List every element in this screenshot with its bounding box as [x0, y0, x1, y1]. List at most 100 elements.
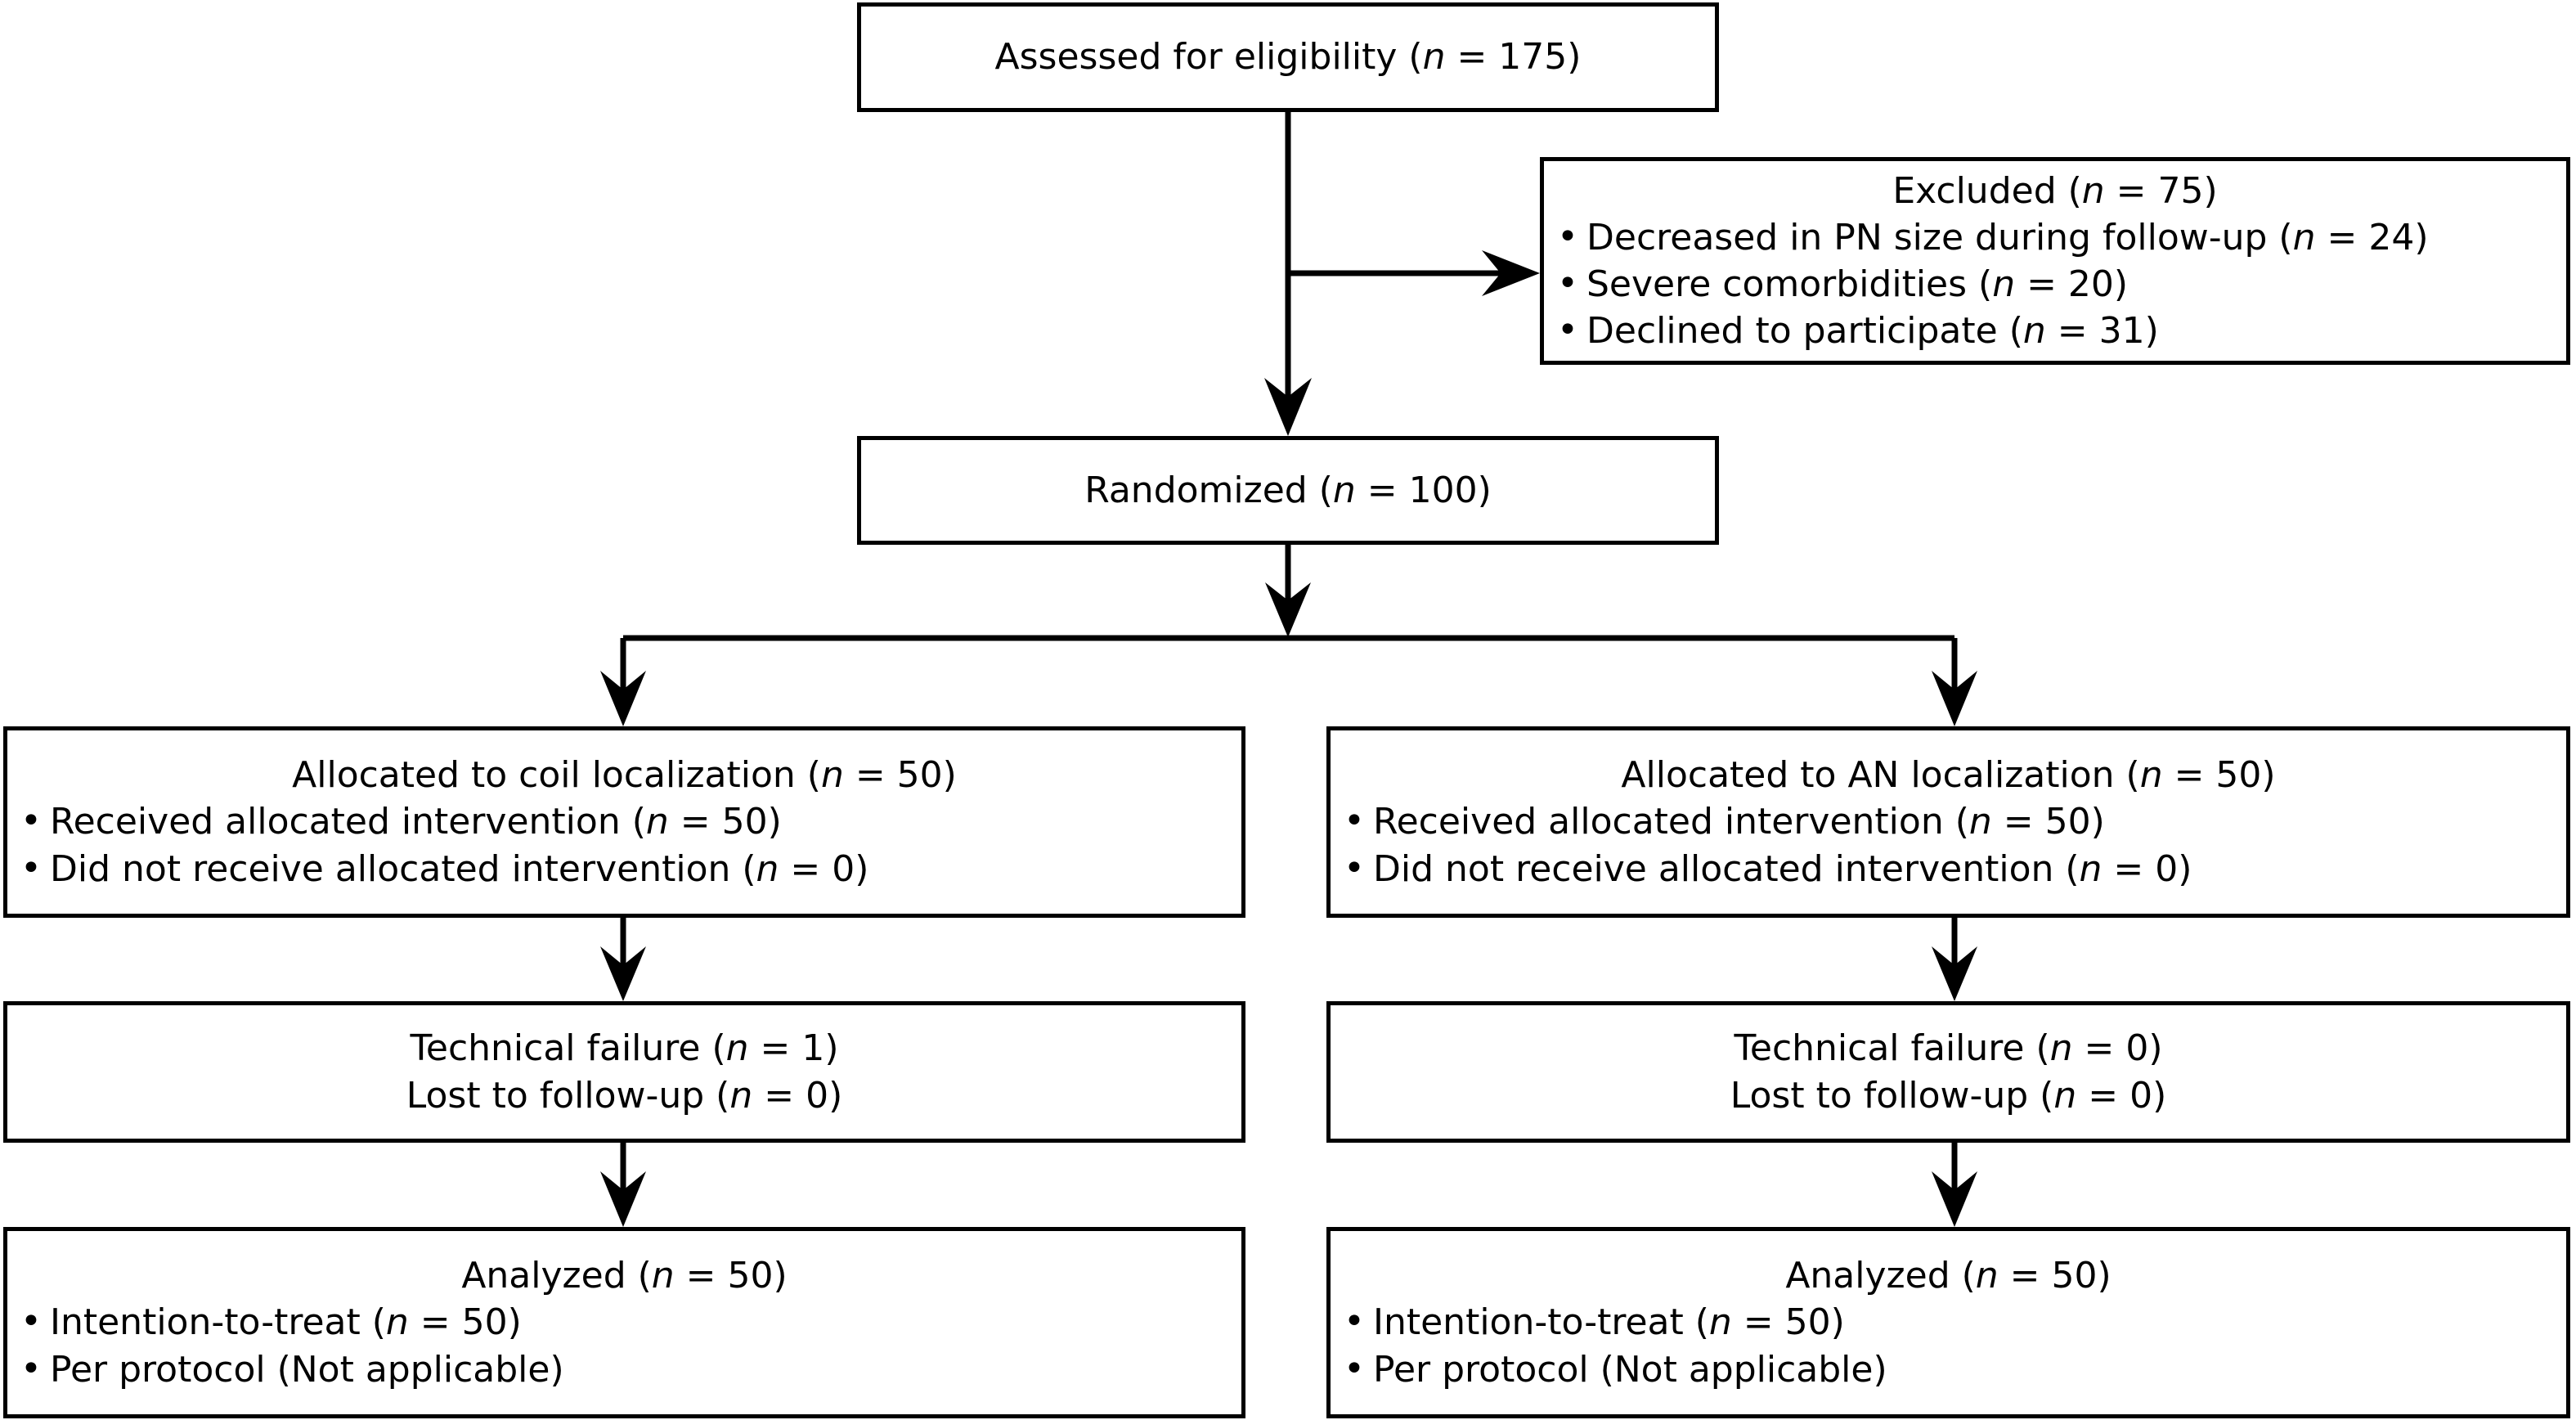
analyzed-left-list: Intention-to-treat (n = 50) Per protocol…: [7, 1298, 1241, 1393]
arrow-head-allocated-left-to-followup-left: [600, 946, 646, 1001]
analyzed-left-item-1-lead: Per protocol (Not applicable): [50, 1348, 564, 1391]
followup-left-line-1: Lost to follow-up (n = 0): [7, 1072, 1241, 1119]
allocated-right-heading-tail: = 50): [2162, 754, 2276, 797]
analyzed-right-heading: Analyzed (n = 50): [1331, 1252, 2566, 1299]
allocated-right-item-0-tail: = 50): [1991, 801, 2105, 843]
arrow-head-assessed-to-randomized: [1264, 378, 1312, 436]
assessed-heading-lead: Assessed for eligibility (: [994, 36, 1423, 79]
node-randomized: Randomized (n = 100): [857, 436, 1719, 545]
excluded-heading: Excluded (n = 75): [1544, 168, 2566, 214]
assessed-heading: Assessed for eligibility (n = 175): [861, 34, 1715, 80]
excluded-item-0-tail: = 24): [2315, 216, 2429, 258]
followup-right-line-1-italic-n: n: [2053, 1074, 2077, 1117]
allocated-left-item-1-lead: Did not receive allocated intervention (: [50, 847, 756, 890]
excluded-heading-tail: = 75): [2104, 169, 2218, 212]
analyzed-left-heading-lead: Analyzed (: [461, 1255, 652, 1297]
allocated-right-item-1-tail: = 0): [2102, 847, 2192, 890]
allocated-right-list: Received allocated intervention (n = 50)…: [1331, 798, 2566, 892]
excluded-item-1-tail: = 20): [2015, 263, 2129, 305]
allocated-right-item-1-lead: Did not receive allocated intervention (: [1373, 847, 2080, 890]
allocated-left-item-0-lead: Received allocated intervention (: [50, 801, 646, 843]
node-analyzed-left: Analyzed (n = 50) Intention-to-treat (n …: [3, 1227, 1245, 1418]
followup-right-line-1-lead: Lost to follow-up (: [1730, 1074, 2054, 1117]
excluded-item-0-lead: Decreased in PN size during follow-up (: [1586, 216, 2293, 258]
list-item: Did not receive allocated intervention (…: [7, 845, 1241, 892]
analyzed-right-item-0-italic-n: n: [1708, 1301, 1732, 1344]
analyzed-right-heading-italic-n: n: [1975, 1255, 1999, 1297]
randomized-heading: Randomized (n = 100): [861, 467, 1715, 514]
arrow-head-followup-right-to-analyzed-right: [1932, 1171, 1977, 1227]
allocated-left-heading: Allocated to coil localization (n = 50): [7, 752, 1241, 798]
allocated-right-heading-italic-n: n: [2139, 754, 2163, 797]
analyzed-right-heading-tail: = 50): [1998, 1255, 2112, 1297]
excluded-item-2-tail: = 31): [2045, 310, 2159, 353]
arrow-head-randomized-to-split: [1265, 582, 1311, 637]
analyzed-left-item-0-italic-n: n: [385, 1301, 409, 1344]
followup-right-line-0-tail: = 0): [2072, 1027, 2163, 1070]
arrow-head-split-to-allocated-right: [1932, 671, 1977, 726]
allocated-right-heading-lead: Allocated to AN localization (: [1621, 754, 2140, 797]
list-item: Did not receive allocated intervention (…: [1331, 845, 2566, 892]
analyzed-right-list: Intention-to-treat (n = 50) Per protocol…: [1331, 1298, 2566, 1393]
excluded-item-2-lead: Declined to participate (: [1586, 310, 2023, 353]
randomized-heading-italic-n: n: [1332, 469, 1356, 511]
analyzed-left-heading-tail: = 50): [674, 1255, 788, 1297]
allocated-left-list: Received allocated intervention (n = 50)…: [7, 798, 1241, 892]
followup-right-line-1-tail: = 0): [2076, 1074, 2167, 1117]
followup-left-line-1-lead: Lost to follow-up (: [406, 1074, 730, 1117]
followup-left-line-1-italic-n: n: [729, 1074, 753, 1117]
allocated-right-item-0-lead: Received allocated intervention (: [1373, 801, 1969, 843]
analyzed-right-item-1-lead: Per protocol (Not applicable): [1373, 1348, 1887, 1391]
node-excluded: Excluded (n = 75) Decreased in PN size d…: [1540, 157, 2570, 365]
node-allocated-an-localization: Allocated to AN localization (n = 50) Re…: [1326, 726, 2570, 918]
allocated-left-heading-tail: = 50): [843, 754, 957, 797]
allocated-left-item-0-tail: = 50): [668, 801, 782, 843]
list-item: Decreased in PN size during follow-up (n…: [1544, 213, 2566, 261]
allocated-left-item-0-italic-n: n: [645, 801, 669, 843]
node-allocated-coil-localization: Allocated to coil localization (n = 50) …: [3, 726, 1245, 918]
allocated-right-item-1-italic-n: n: [2079, 847, 2103, 890]
excluded-item-1-italic-n: n: [1992, 263, 2016, 305]
excluded-reason-list: Decreased in PN size during follow-up (n…: [1544, 213, 2566, 355]
analyzed-left-item-0-tail: = 50): [408, 1301, 522, 1344]
excluded-item-0-italic-n: n: [2292, 216, 2316, 258]
followup-left-line-0: Technical failure (n = 1): [7, 1025, 1241, 1072]
node-analyzed-right: Analyzed (n = 50) Intention-to-treat (n …: [1326, 1227, 2570, 1418]
analyzed-left-heading-italic-n: n: [651, 1255, 675, 1297]
followup-left-line-0-tail: = 1): [748, 1027, 839, 1070]
excluded-item-1-lead: Severe comorbidities (: [1586, 263, 1993, 305]
excluded-heading-lead: Excluded (: [1892, 169, 2082, 212]
arrow-head-split-to-allocated-left: [600, 671, 646, 726]
list-item: Per protocol (Not applicable): [7, 1346, 1241, 1393]
allocated-right-heading: Allocated to AN localization (n = 50): [1331, 752, 2566, 798]
assessed-heading-tail: = 175): [1445, 36, 1582, 79]
randomized-heading-lead: Randomized (: [1084, 469, 1333, 511]
allocated-left-heading-lead: Allocated to coil localization (: [292, 754, 821, 797]
arrow-head-followup-left-to-analyzed-left: [600, 1171, 646, 1227]
followup-left-line-0-italic-n: n: [725, 1027, 749, 1070]
list-item: Intention-to-treat (n = 50): [1331, 1298, 2566, 1346]
allocated-left-heading-italic-n: n: [820, 754, 844, 797]
list-item: Declined to participate (n = 31): [1544, 307, 2566, 354]
analyzed-right-heading-lead: Analyzed (: [1785, 1255, 1976, 1297]
analyzed-right-item-0-tail: = 50): [1731, 1301, 1845, 1344]
list-item: Per protocol (Not applicable): [1331, 1346, 2566, 1393]
assessed-heading-italic-n: n: [1422, 36, 1446, 79]
randomized-heading-tail: = 100): [1355, 469, 1492, 511]
list-item: Received allocated intervention (n = 50): [7, 798, 1241, 845]
followup-right-line-0: Technical failure (n = 0): [1331, 1025, 2566, 1072]
followup-left-line-1-tail: = 0): [752, 1074, 843, 1117]
node-assessed-for-eligibility: Assessed for eligibility (n = 175): [857, 2, 1719, 112]
followup-right-line-0-lead: Technical failure (: [1734, 1027, 2050, 1070]
allocated-left-item-1-tail: = 0): [779, 847, 869, 890]
followup-right-line-0-italic-n: n: [2049, 1027, 2073, 1070]
analyzed-left-item-0-lead: Intention-to-treat (: [50, 1301, 386, 1344]
node-followup-right: Technical failure (n = 0) Lost to follow…: [1326, 1001, 2570, 1143]
allocated-right-item-0-italic-n: n: [1968, 801, 1992, 843]
followup-left-line-0-lead: Technical failure (: [410, 1027, 726, 1070]
list-item: Intention-to-treat (n = 50): [7, 1298, 1241, 1346]
node-followup-left: Technical failure (n = 1) Lost to follow…: [3, 1001, 1245, 1143]
list-item: Received allocated intervention (n = 50): [1331, 798, 2566, 845]
excluded-heading-italic-n: n: [2081, 169, 2105, 212]
followup-right-line-1: Lost to follow-up (n = 0): [1331, 1072, 2566, 1119]
